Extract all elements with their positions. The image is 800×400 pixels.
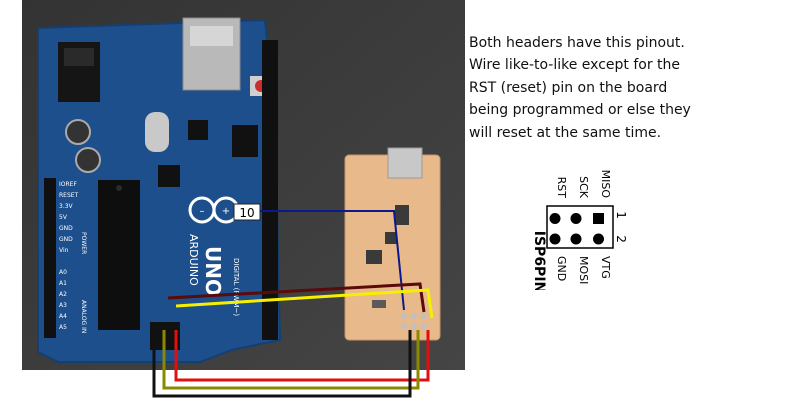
programmer-isp-header (401, 313, 427, 329)
pinout-title: ISP6PIN (531, 231, 547, 290)
usb-chip (158, 165, 180, 187)
programmer-pcb (344, 147, 441, 341)
arduino-label: ARDUINO (187, 234, 200, 286)
pin-3 (570, 213, 582, 224)
left-header-pin-label: 5V (59, 214, 68, 221)
pin-number-1: 1 (614, 211, 628, 219)
atmega-chip (98, 180, 140, 330)
wire-black (152, 330, 412, 398)
left-header-pin-label: A3 (59, 302, 67, 309)
wire-red (174, 330, 430, 382)
digital-header (262, 40, 278, 340)
pin-label-rst: RST (555, 177, 568, 199)
svg-text:+: + (222, 206, 230, 217)
pin-label-gnd: GND (555, 256, 568, 281)
wire-brown (167, 282, 426, 313)
pin-label-miso: MISO (599, 170, 612, 199)
analog-in-label: ANALOG IN (80, 300, 87, 333)
instruction-caption: Both headers have this pinout. Wire like… (469, 35, 691, 141)
capacitor (65, 119, 91, 145)
left-header-pin-label: GND (59, 236, 73, 243)
left-header-pin-label: RESET (59, 192, 79, 199)
jumper-wires (152, 210, 434, 398)
pin-label-sck: SCK (577, 176, 590, 199)
svg-text:–: – (200, 206, 205, 217)
left-header-pin-label: A0 (59, 269, 67, 276)
capacitor (75, 147, 101, 173)
uno-label: UNO (201, 246, 225, 296)
pin-number-2: 2 (614, 235, 628, 243)
pin-10-callout: 10 (239, 206, 254, 220)
isp6pin-pinout-diagram: ISP6PIN MISO SCK RST 1 2 VTG MOSI GND (531, 170, 628, 290)
power-label: POWER (80, 232, 87, 254)
power-analog-header (44, 178, 56, 338)
wire-yellow (175, 288, 434, 319)
pin-4 (570, 233, 582, 245)
pin-1-square (593, 213, 604, 224)
left-header-pin-label: A2 (59, 291, 67, 298)
left-header-pin-label: Vin (59, 247, 69, 254)
digital-label: DIGITAL (PWM~) (232, 258, 240, 316)
pin-2 (593, 233, 604, 245)
pin-5 (549, 213, 561, 224)
left-header-pin-label: GND (59, 225, 73, 232)
pin-6 (549, 233, 561, 245)
left-header-pin-label: IOREF (59, 181, 77, 188)
icsp-header-top (232, 125, 258, 157)
arduino-isp-photo: + – ARDUINO UNO DIGITAL (PWM~) POWER ANA… (22, 0, 465, 398)
pin-label-mosi: MOSI (577, 256, 590, 284)
left-header-pin-label: A1 (59, 280, 67, 287)
left-header-pin-label: A5 (59, 324, 67, 331)
left-header-pin-label: A4 (59, 313, 67, 320)
wire-olive (162, 330, 420, 390)
wire-blue (258, 210, 405, 311)
left-header-pin-label: 3.3V (59, 203, 74, 210)
pin-label-vtg: VTG (599, 256, 612, 279)
crystal (145, 112, 169, 152)
pin-10-callout-box (233, 203, 261, 221)
arduino-uno-board: + – ARDUINO UNO DIGITAL (PWM~) POWER ANA… (37, 17, 282, 363)
mini-usb-port (387, 147, 423, 179)
